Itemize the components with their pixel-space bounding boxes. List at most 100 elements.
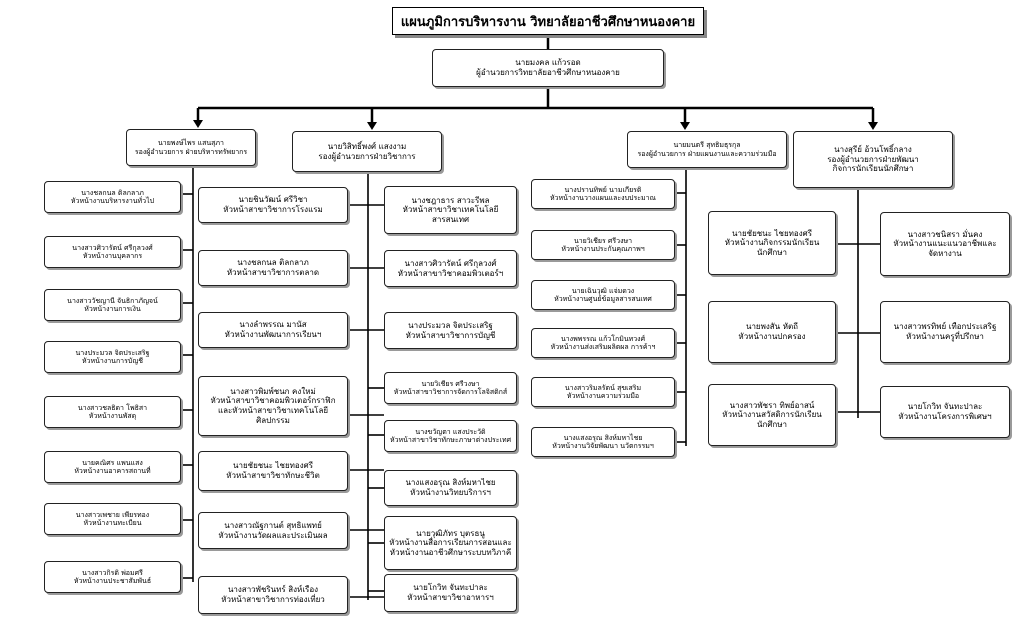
deputy-position: รองผู้อำนวยการฝ่ายวิชาการ: [318, 151, 416, 161]
unit-box: นายเฉินวุฒิ แจ่มดวง หัวหน้างานศูนย์ข้อมู…: [531, 280, 675, 310]
unit-name: นายโกวิท จันทะปาละ: [907, 402, 983, 412]
unit-name: นายชินวัฒน์ ศรีวิชา: [238, 195, 308, 205]
unit-name: นางปรานทิพย์ นามเกียรติ: [564, 185, 642, 194]
unit-name: นายคณิศร แพนแสง: [82, 458, 143, 467]
deputy-name: นายมนตรี สุทธิมธุรกุล: [673, 141, 741, 150]
unit-name: นางสาวเพชาย เพียรทอง: [75, 510, 150, 519]
unit-box: นางประมวล จิตประเสริฐ หัวหน้าสาขาวิชาการ…: [384, 312, 517, 349]
unit-name: นายวุฒิภัทร บุตรธนู: [416, 528, 485, 538]
unit-position-line2: จัดหางาน: [928, 248, 962, 258]
unit-name: นางสาวณัฐกานต์ สุทธิแพทย์: [224, 520, 322, 530]
unit-box: นายวิเชียร ศรีวงษา หัวหน้าสาขาวิชาการจัด…: [384, 372, 517, 404]
unit-name: นางลำพรรณ มานัส: [239, 320, 307, 330]
unit-position: หัวหน้างานแนะแนวอาชีพและ: [893, 239, 997, 249]
unit-box: นายชัยชนะ ไชยทองศรี หัวหน้าสาขาวิชาทักษะ…: [198, 451, 348, 491]
deputy-position: รองผู้อำนวยการ ฝ่ายแผนงานและความร่วมมือ: [637, 149, 777, 158]
unit-name: นายวิเชียร ศรีวงษา: [573, 236, 633, 245]
unit-name: นางขวัญตา แสงประวัติ: [415, 427, 486, 436]
unit-position: หัวหน้าสาขาวิชาการท่องเที่ยว: [221, 595, 325, 604]
unit-position: หัวหน้างานบุคลากร: [82, 252, 143, 260]
unit-name: นายพงสัน หัตถี: [745, 322, 799, 332]
deputy-academic-box: นายวิสิทธิ์พงศ์ แสงงาม รองผู้อำนวยการฝ่า…: [292, 131, 442, 172]
unit-position: หัวหน้างานบริหารงานทั่วไป: [70, 197, 155, 205]
unit-position: หัวหน้างานปกครอง: [738, 332, 806, 341]
deputy-planning-box: นายมนตรี สุทธิมธุรกุล รองผู้อำนวยการ ฝ่า…: [627, 131, 787, 168]
unit-box: นางสาวชลธิดา โพธิสา หัวหน้างานพัสดุ: [44, 396, 181, 428]
unit-box: นางชลกนล ติลกลาภ หัวหน้าสาขาวิชาการตลาด: [198, 250, 348, 286]
unit-box: นางชฎาธาร สาวะรีพล หัวหน้าสาขาวิชาเทคโนโ…: [384, 186, 517, 234]
unit-box: นางสาวศิวารัตน์ ศรีกุลวงศ์ หัวหน้างานบุค…: [44, 236, 181, 268]
unit-name: นายชัยชนะ ไชยทองศรี: [232, 461, 313, 471]
unit-box: นางแสงอรุณ สิงห์มหาไชย หัวหน้างานวิจัยพั…: [531, 427, 675, 457]
unit-position: หัวหน้างานประกันคุณภาพฯ: [561, 245, 645, 253]
unit-box: นายชินวัฒน์ ศรีวิชา หัวหน้าสาขาวิชาการโร…: [198, 187, 348, 223]
unit-name: นางสาวพิมพ์ชนก คงใหม่: [230, 386, 316, 396]
unit-box: นางสาวริมลรัตน์ สุขเสริม หัวหน้างานความร…: [531, 377, 675, 407]
unit-name: นางสาวกิรติ พ่อมศรี: [82, 568, 143, 577]
unit-position-line2: และหัวหน้าสาขาวิชาเทคโนโลยี: [217, 406, 329, 415]
deputy-position-line2: กิจการนักเรียนนักศึกษา: [832, 164, 914, 174]
unit-box: นายคณิศร แพนแสง หัวหน้างานอาคารสถานที่: [44, 451, 181, 483]
unit-position: หัวหน้างานความร่วมมือ: [566, 392, 640, 400]
unit-name: นางสาวพรทิพย์ เทือกประเสริฐ: [893, 322, 997, 332]
unit-position: หัวหน้างานการเงิน: [84, 305, 141, 313]
unit-box: นางสาวกิรติ พ่อมศรี หัวหน้างานประชาสัมพั…: [44, 561, 181, 593]
unit-position: หัวหน้าสาขาวิชาการจัดการโลจิสติกส์: [393, 388, 508, 396]
unit-box: นางประมวล จิตประเสริฐ หัวหน้างานการบัญชี: [44, 341, 181, 373]
unit-box: นายโกวิท จันทะปาละ หัวหน้างานโครงการพิเศ…: [880, 386, 1010, 438]
unit-box: นางแสงอรุณ สิงห์มหาไชย หัวหน้างานวิทยบริ…: [384, 470, 517, 506]
unit-name: นางสาววัชญานี จันธิกาภัญจน์: [67, 296, 158, 305]
unit-box: นางสาวณัฐกานต์ สุทธิแพทย์ หัวหน้างานวัดผ…: [198, 512, 348, 549]
unit-position: หัวหน้างานอาคารสถานที่: [74, 467, 151, 475]
deputy-student-affairs-box: นางสุรีย์ อ้วนโพธิ์กลาง รองผู้อำนวยการฝ่…: [793, 131, 953, 188]
unit-position-line2: สารสนเทศ: [431, 214, 470, 224]
unit-box: นางสาวเพชาย เพียรทอง หัวหน้างานทะเบียน: [44, 503, 181, 535]
unit-position: หัวหน้างานกิจกรรมนักเรียน: [724, 238, 820, 248]
unit-position: หัวหน้างานการบัญชี: [81, 357, 144, 365]
unit-position-line2: นักศึกษา: [757, 247, 787, 257]
unit-position: หัวหน้าสาขาวิชาการตลาด: [226, 268, 320, 277]
unit-box: นางสาวชนิสรา มั่นคง หัวหน้างานแนะแนวอาชี…: [880, 212, 1010, 276]
unit-position: หัวหน้าสาขาวิชาคอมพิวเตอร์กราฟิก: [210, 396, 336, 406]
unit-position: หัวหน้างานศูนย์ข้อมูลสารสนเทศ: [554, 295, 652, 303]
unit-name: นายโกวิท จันทะปาละ: [413, 583, 488, 593]
unit-position: หัวหน้างานวัดผลและประเมินผล: [218, 530, 328, 540]
unit-name: นางพพรรณ แก้วโกมินทวงศ์: [560, 334, 646, 343]
unit-box: นางสาววัชญานี จันธิกาภัญจน์ หัวหน้างานกา…: [44, 289, 181, 321]
deputy-position: รองผู้อำนวยการ ฝ่ายบริหารทรัพยากร: [134, 147, 248, 156]
unit-name: นางสาวชลธิดา โพธิสา: [77, 403, 148, 412]
unit-position: หัวหน้างานทะเบียน: [83, 519, 142, 527]
unit-box: นางลำพรรณ มานัส หัวหน้างานพัฒนาการเรียนฯ: [198, 312, 348, 348]
deputy-name: นายวิสิทธิ์พงศ์ แสงงาม: [327, 141, 407, 151]
unit-name: นางสาวพัชรา ทิพย์อาสน์: [729, 400, 815, 410]
unit-position: หัวหน้างานประชาสัมพันธ์: [73, 577, 152, 585]
unit-name: นางสาวพัชรินทร์ สิงห์เรือง: [227, 585, 319, 595]
unit-name: นางสาวศิวารัตน์ ศรีกุลวงศ์: [72, 243, 153, 252]
unit-name: นางชฎาธาร สาวะรีพล: [411, 195, 490, 205]
unit-name: นางสาวริมลรัตน์ สุขเสริม: [564, 383, 642, 392]
unit-box: นางสาวพัชรินทร์ สิงห์เรือง หัวหน้าสาขาวิ…: [198, 576, 348, 614]
unit-position: หัวหน้างานวิจัยพัฒนา นวัตกรรมฯ: [552, 442, 654, 450]
unit-name: นางชลกนล ติลกลาภ: [237, 258, 309, 268]
unit-box: นางสาวพัชรา ทิพย์อาสน์ หัวหน้างานสวัสดิก…: [708, 384, 836, 446]
unit-position: หัวหน้างานโครงการพิเศษฯ: [898, 412, 992, 421]
unit-box: นายพงสัน หัตถี หัวหน้างานปกครอง: [708, 301, 836, 363]
deputy-name: นายพงษ์ไพร แสนสุภา: [158, 139, 224, 148]
unit-position: หัวหน้าสาขาวิชาอาหารฯ: [407, 593, 494, 602]
unit-box: นางสาวพิมพ์ชนก คงใหม่ หัวหน้าสาขาวิชาคอม…: [198, 376, 348, 436]
unit-name: นางชลกนล ติลกลาภ: [81, 188, 144, 197]
unit-name: นางประมวล จิตประเสริฐ: [408, 320, 493, 330]
unit-box: นางชลกนล ติลกลาภ หัวหน้างานบริหารงานทั่ว…: [44, 181, 181, 213]
unit-box: นายวุฒิภัทร บุตรธนู หัวหน้างานสื่อการเรี…: [384, 516, 517, 570]
unit-name: นายเฉินวุฒิ แจ่มดวง: [571, 286, 635, 295]
unit-position: หัวหน้าสาขาวิชาทักษะภาษาต่างประเทศ: [389, 436, 512, 444]
unit-position-line2: หัวหน้างานอาชีวศึกษาระบบทวิภาคี: [389, 547, 512, 557]
unit-box: นายโกวิท จันทะปาละ หัวหน้าสาขาวิชาอาหารฯ: [384, 574, 517, 612]
unit-position: หัวหน้าสาขาวิชาการบัญชี: [405, 330, 496, 340]
deputy-position: รองผู้อำนวยการฝ่ายพัฒนา: [827, 154, 919, 164]
deputy-name: นางสุรีย์ อ้วนโพธิ์กลาง: [834, 145, 912, 155]
unit-position: หัวหน้างานสื่อการเรียนการสอนและ: [389, 538, 512, 548]
unit-position-line2: นักศึกษา: [757, 419, 787, 429]
unit-name: นางแสงอรุณ สิงห์มหาไชย: [405, 478, 496, 488]
